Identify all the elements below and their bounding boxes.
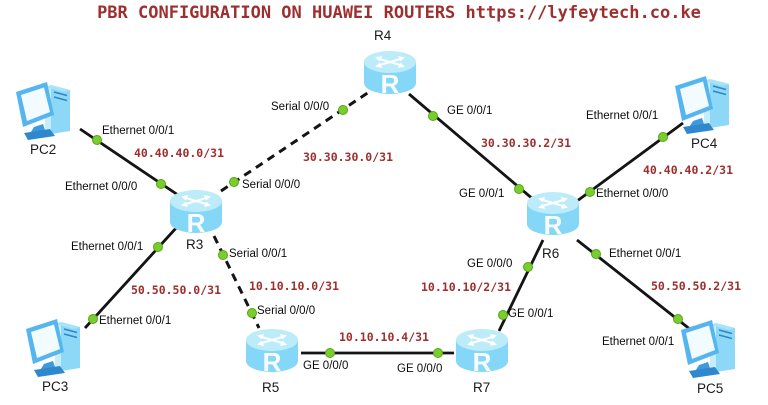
router-cylinder-icon: R [364,51,416,97]
interface-label: GE 0/0/1 [447,105,493,117]
router-r6[interactable]: R [524,190,582,238]
svg-text:R: R [544,210,563,238]
connection-dot [523,262,533,272]
network-address-label: 50.50.50.0/31 [131,283,222,297]
network-address-label: 30.30.30.0/31 [303,150,394,164]
connection-dot [156,179,166,189]
connection-dot [153,242,163,252]
router-cylinder-icon: R [527,192,579,238]
link-r3-r4[interactable] [220,90,370,193]
network-address-label: 30.30.30.2/31 [481,136,572,150]
router-r3[interactable]: R [167,188,225,236]
node-label-pc3: PC3 [42,379,69,394]
connection-dot [585,187,595,197]
router-cylinder-icon: R [246,329,298,375]
connection-dot [498,310,508,320]
svg-text:R: R [187,208,206,236]
interface-label: Ethernet 0/0/1 [102,125,175,137]
router-cylinder-icon: R [170,190,222,236]
connection-dot [428,111,438,121]
connection-dot [88,314,98,324]
router-r4[interactable]: R [361,49,419,97]
node-label-r6: R6 [542,246,560,261]
connection-dot [218,250,228,260]
interface-label: GE 0/0/1 [459,188,505,200]
interface-label: Serial 0/0/0 [242,179,301,191]
network-address-label: 40.40.40.2/31 [643,163,734,177]
interface-label: Ethernet 0/0/1 [609,248,682,260]
network-address-label: 50.50.50.2/31 [651,279,742,293]
pc-pc4[interactable] [673,73,739,135]
connection-dot [591,249,601,259]
desktop-pc-icon [16,82,70,140]
network-address-label: 10.10.10/2/31 [421,280,512,294]
svg-text:R: R [473,347,492,375]
svg-text:R: R [381,69,400,97]
svg-text:R: R [263,347,282,375]
node-label-pc4: PC4 [691,136,718,151]
interface-label: GE 0/0/1 [508,308,554,320]
desktop-pc-icon [26,319,80,377]
network-address-label: 40.40.40.0/31 [134,146,225,160]
interface-label: GE 0/0/0 [303,360,349,372]
interface-label: Ethernet 0/0/0 [65,181,138,193]
node-label-pc5: PC5 [697,381,724,396]
connection-dot [247,308,257,318]
connection-dot [514,184,524,194]
diagram-title: PBR CONFIGURATION ON HUAWEI ROUTERS http… [97,3,701,23]
node-label-r5: R5 [262,380,280,395]
interface-label: Serial 0/0/0 [257,305,316,317]
connection-dot [673,314,683,324]
interface-label: Ethernet 0/0/0 [596,188,669,200]
interface-label: Ethernet 0/0/1 [99,315,172,327]
node-label-r7: R7 [473,380,491,395]
connection-dot [338,105,348,115]
connection-dot [658,132,668,142]
router-r7[interactable]: R [453,327,511,375]
connection-dot [325,348,335,358]
interface-label: Ethernet 0/0/1 [71,241,144,253]
router-r5[interactable]: R [243,327,301,375]
interface-label: GE 0/0/0 [467,258,513,270]
node-label-pc2: PC2 [30,142,57,157]
link-r4-r6[interactable] [408,92,535,202]
desktop-pc-icon [681,320,735,378]
connection-dot [229,177,239,187]
interface-label: Serial 0/0/1 [229,248,288,260]
interface-label: Ethernet 0/0/1 [586,110,659,122]
pc-pc5[interactable] [679,317,745,379]
node-label-r3: R3 [186,237,204,252]
network-address-label: 10.10.10.4/31 [339,330,430,344]
interface-label: Ethernet 0/0/1 [602,336,675,348]
network-address-label: 10.10.10.0/31 [249,279,340,293]
interface-label: GE 0/0/0 [397,363,443,375]
connection-dot [433,348,443,358]
connection-dot [92,135,102,145]
interface-label: Serial 0/0/0 [271,101,330,113]
pc-pc2[interactable] [14,79,80,141]
router-cylinder-icon: R [456,329,508,375]
pc-pc3[interactable] [24,316,90,378]
desktop-pc-icon [675,76,729,134]
node-label-r4: R4 [374,28,392,43]
